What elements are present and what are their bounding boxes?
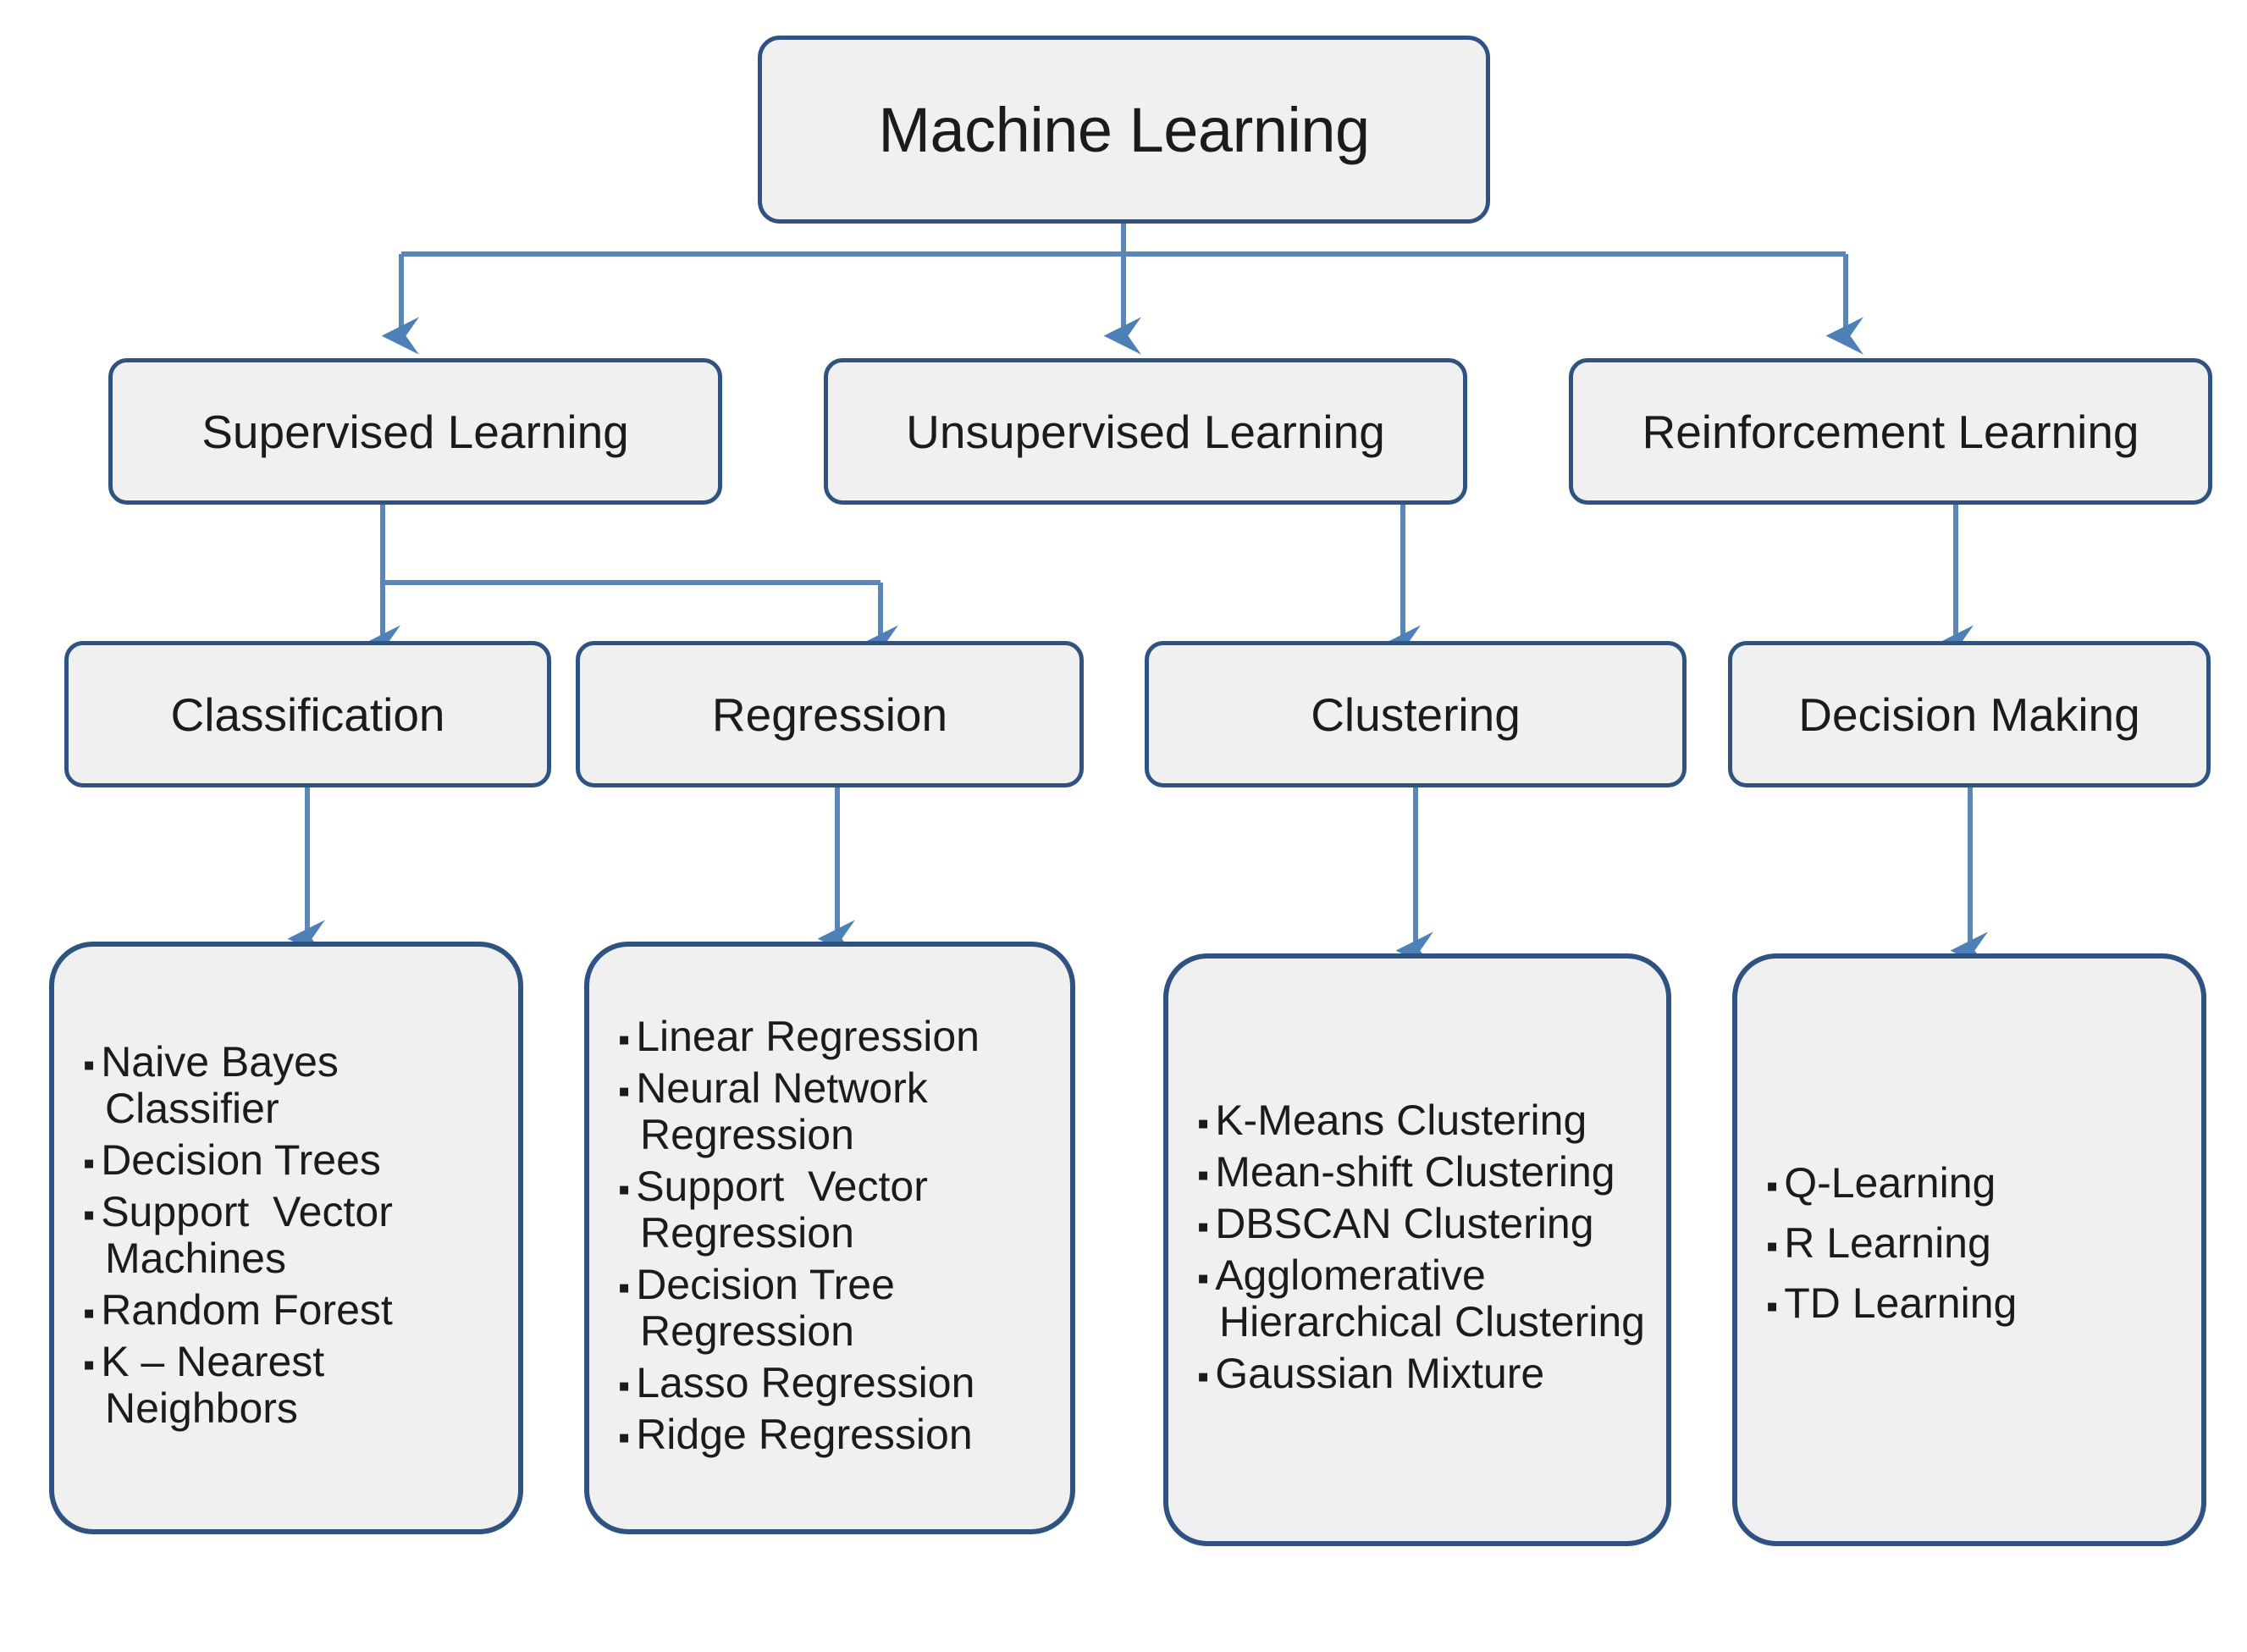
list-item: Decision Trees	[83, 1137, 503, 1184]
node-machine-learning-label: Machine Learning	[878, 94, 1370, 165]
node-machine-learning[interactable]: Machine Learning	[758, 36, 1490, 224]
list-item: Agglomerative Hierarchical Clustering	[1197, 1252, 1651, 1345]
list-item: Lasso Regression	[618, 1359, 1055, 1406]
node-reinforcement-learning-label: Reinforcement Learning	[1642, 405, 2139, 458]
leaf-box-classification[interactable]: Naive Bayes Classifier Decision Trees Su…	[49, 942, 523, 1534]
list-item: Decision Tree Regression	[618, 1261, 1055, 1355]
node-decision-making[interactable]: Decision Making	[1728, 641, 2211, 787]
classification-algorithm-list: Naive Bayes Classifier Decision Trees Su…	[54, 1039, 518, 1437]
decision-making-algorithm-list: Q-Learning R Learning TD Learning	[1737, 1159, 2201, 1340]
clustering-algorithm-list: K-Means Clustering Mean-shift Clustering…	[1168, 1097, 1666, 1402]
list-item: K-Means Clustering	[1197, 1097, 1651, 1144]
node-supervised-learning[interactable]: Supervised Learning	[108, 358, 722, 505]
list-item: Mean-shift Clustering	[1197, 1149, 1651, 1196]
leaf-box-regression[interactable]: Linear Regression Neural Network Regress…	[584, 942, 1075, 1534]
list-item: Ridge Regression	[618, 1411, 1055, 1458]
node-classification[interactable]: Classification	[64, 641, 551, 787]
list-item: K – Nearest Neighbors	[83, 1339, 503, 1432]
list-item: Gaussian Mixture	[1197, 1351, 1651, 1397]
list-item: Linear Regression	[618, 1013, 1055, 1060]
node-decision-making-label: Decision Making	[1798, 688, 2140, 741]
list-item: Random Forest	[83, 1287, 503, 1334]
list-item: R Learning	[1766, 1219, 2186, 1267]
regression-algorithm-list: Linear Regression Neural Network Regress…	[589, 1013, 1070, 1463]
list-item: Support Vector Regression	[618, 1163, 1055, 1257]
node-regression-label: Regression	[711, 688, 948, 741]
list-item: Support Vector Machines	[83, 1189, 503, 1282]
node-clustering[interactable]: Clustering	[1145, 641, 1687, 787]
node-unsupervised-learning-label: Unsupervised Learning	[906, 405, 1385, 458]
leaf-box-clustering[interactable]: K-Means Clustering Mean-shift Clustering…	[1163, 953, 1671, 1546]
node-unsupervised-learning[interactable]: Unsupervised Learning	[824, 358, 1467, 505]
node-reinforcement-learning[interactable]: Reinforcement Learning	[1569, 358, 2212, 505]
list-item: TD Learning	[1766, 1279, 2186, 1327]
node-classification-label: Classification	[170, 688, 445, 741]
node-supervised-learning-label: Supervised Learning	[202, 405, 629, 458]
node-clustering-label: Clustering	[1311, 688, 1521, 741]
list-item: Neural Network Regression	[618, 1064, 1055, 1158]
list-item: Q-Learning	[1766, 1159, 2186, 1207]
list-item: Naive Bayes Classifier	[83, 1039, 503, 1132]
list-item: DBSCAN Clustering	[1197, 1201, 1651, 1247]
leaf-box-decision-making[interactable]: Q-Learning R Learning TD Learning	[1732, 953, 2206, 1546]
node-regression[interactable]: Regression	[576, 641, 1084, 787]
